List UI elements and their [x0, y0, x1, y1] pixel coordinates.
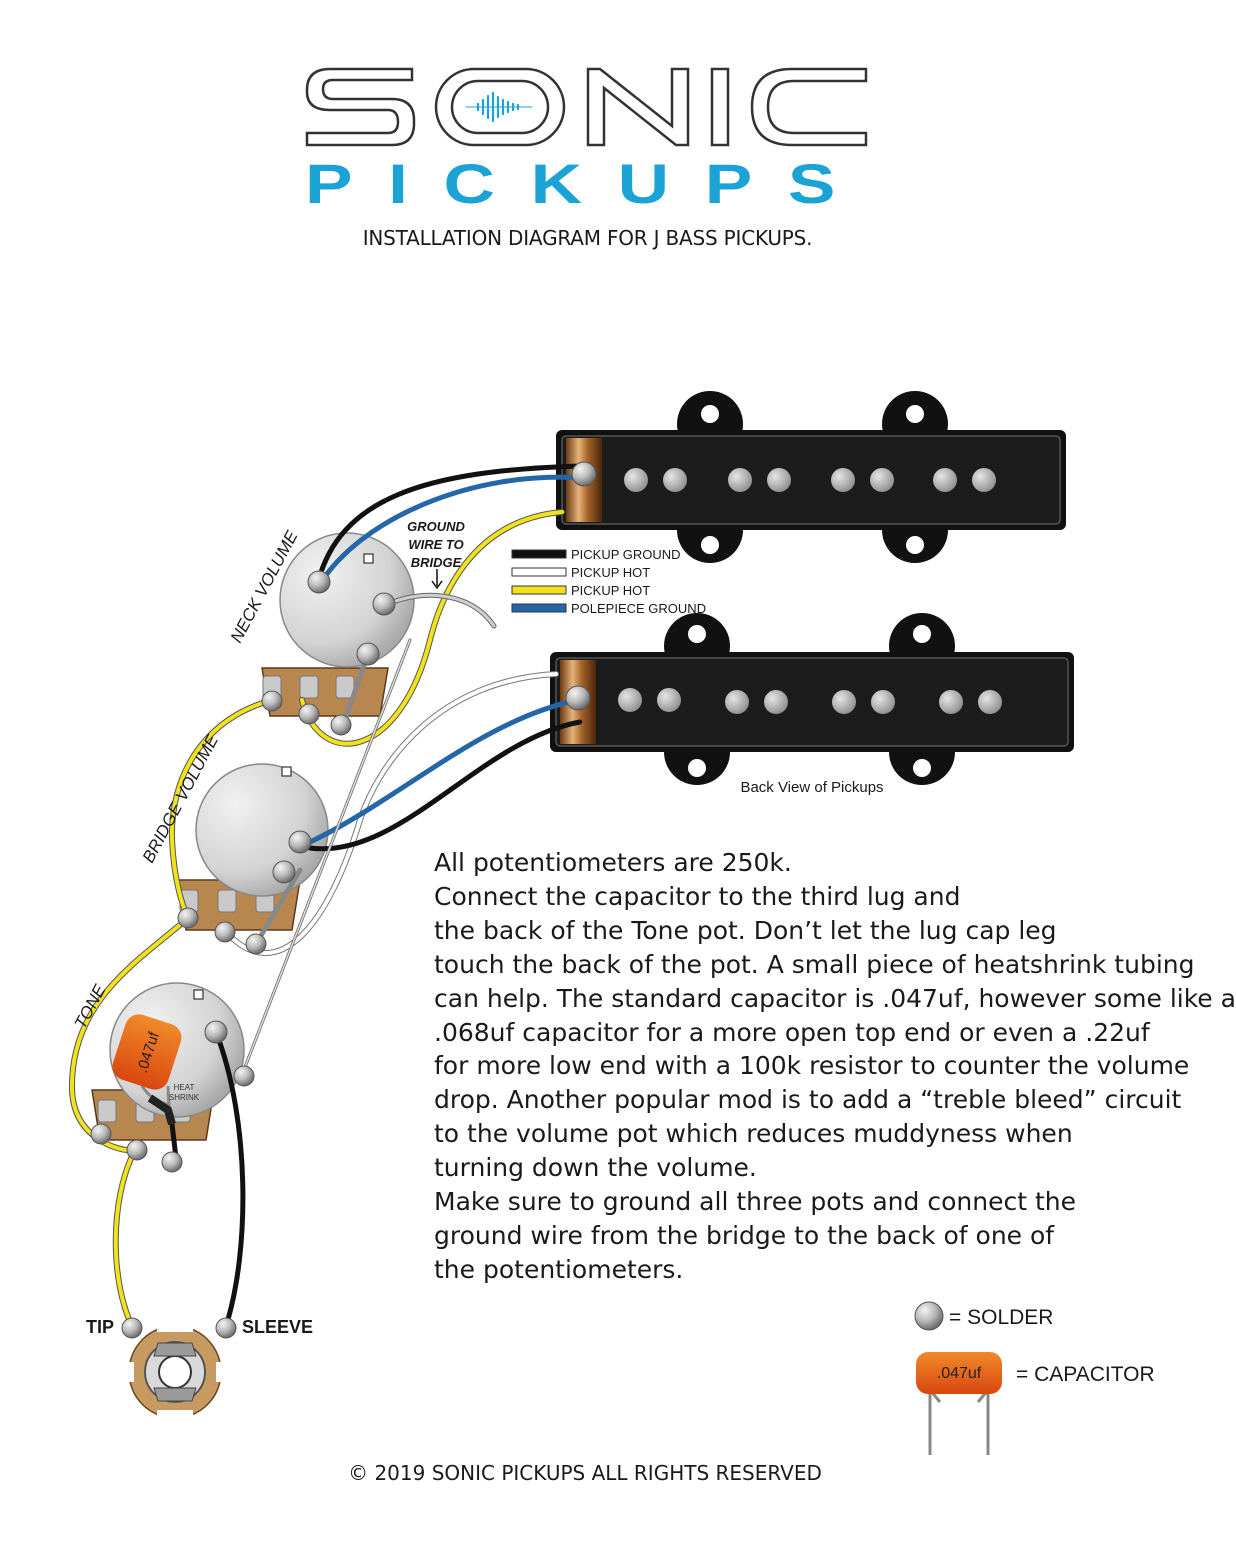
instruction-line: ground wire from the bridge to the back … [434, 1220, 1055, 1250]
instruction-line: Make sure to ground all three pots and c… [434, 1187, 1076, 1217]
logo-sonic-outline [305, 67, 868, 147]
tone-capacitor: .047uf HEAT SHRINK [112, 1014, 200, 1126]
tone-label: TONE [71, 981, 110, 1032]
key-capacitor-label: = CAPACITOR [1016, 1363, 1155, 1386]
instruction-line: drop. Another popular mod is to add a “t… [434, 1085, 1182, 1115]
copyright-notice: © 2019 SONIC PICKUPS ALL RIGHTS RESERVED [348, 1461, 822, 1485]
heatshrink-label-2: SHRINK [169, 1093, 200, 1102]
instruction-line: the back of the Tone pot. Don’t let the … [434, 915, 1057, 945]
pickups-caption: Back View of Pickups [740, 779, 883, 796]
logo-pickups-word: PICKUPS [305, 152, 871, 215]
instruction-line: for more low end with a 100k resistor to… [434, 1051, 1190, 1081]
legend-label-3: PICKUP HOT [571, 583, 650, 598]
key-capacitor-value: .047uf [937, 1365, 982, 1382]
legend-label-2: PICKUP HOT [571, 565, 650, 580]
legend-swatch-white [511, 567, 567, 577]
instruction-line: turning down the volume. [434, 1153, 757, 1183]
instruction-line: Connect the capacitor to the third lug a… [434, 881, 961, 911]
ground-note-line-2: WIRE TO [408, 537, 463, 552]
legend-swatch-black [511, 549, 567, 559]
wires [68, 463, 587, 1329]
heatshrink-label-1: HEAT [174, 1083, 195, 1092]
jack-sleeve-label: SLEEVE [242, 1317, 313, 1337]
ground-note-line-1: GROUND [407, 519, 465, 534]
legend-label-1: PICKUP GROUND [571, 547, 681, 562]
legend-swatch-yellow [511, 585, 567, 595]
bridge-pickup [550, 613, 1074, 785]
instruction-line: touch the back of the pot. A small piece… [434, 949, 1195, 979]
legend-swatch-blue [511, 603, 567, 613]
instructions-text: All potentiometers are 250k. Connect the… [434, 846, 1236, 1287]
sonic-pickups-logo: PICKUPS [305, 67, 871, 215]
instruction-line: All potentiometers are 250k. [434, 848, 792, 877]
wire-legend: PICKUP GROUND PICKUP HOT PICKUP HOT POLE… [511, 547, 706, 616]
neck-pickup [556, 391, 1066, 563]
ground-wire-note: GROUND WIRE TO BRIDGE [407, 519, 465, 590]
solder-icon [914, 1301, 944, 1331]
page-subtitle: INSTALLATION DIAGRAM FOR J BASS PICKUPS. [362, 226, 813, 250]
instruction-line: the potentiometers. [434, 1254, 684, 1284]
waveform-icon [465, 91, 533, 123]
instruction-line: .068uf capacitor for a more open top end… [434, 1017, 1150, 1047]
symbol-key: = SOLDER .047uf = CAPACITOR [914, 1301, 1155, 1455]
solder-joints [90, 461, 597, 1173]
capacitor-icon [916, 1352, 1002, 1394]
instruction-line: to the volume pot which reduces muddynes… [434, 1119, 1073, 1149]
output-jack [121, 1317, 237, 1422]
key-solder-label: = SOLDER [949, 1306, 1053, 1329]
wiring-diagram: PICKUPS [68, 67, 1155, 1455]
ground-note-line-3: BRIDGE [411, 555, 462, 570]
jack-tip-label: TIP [86, 1317, 114, 1337]
legend-label-4: POLEPIECE GROUND [571, 601, 706, 616]
instruction-line: can help. The standard capacitor is .047… [434, 983, 1236, 1013]
